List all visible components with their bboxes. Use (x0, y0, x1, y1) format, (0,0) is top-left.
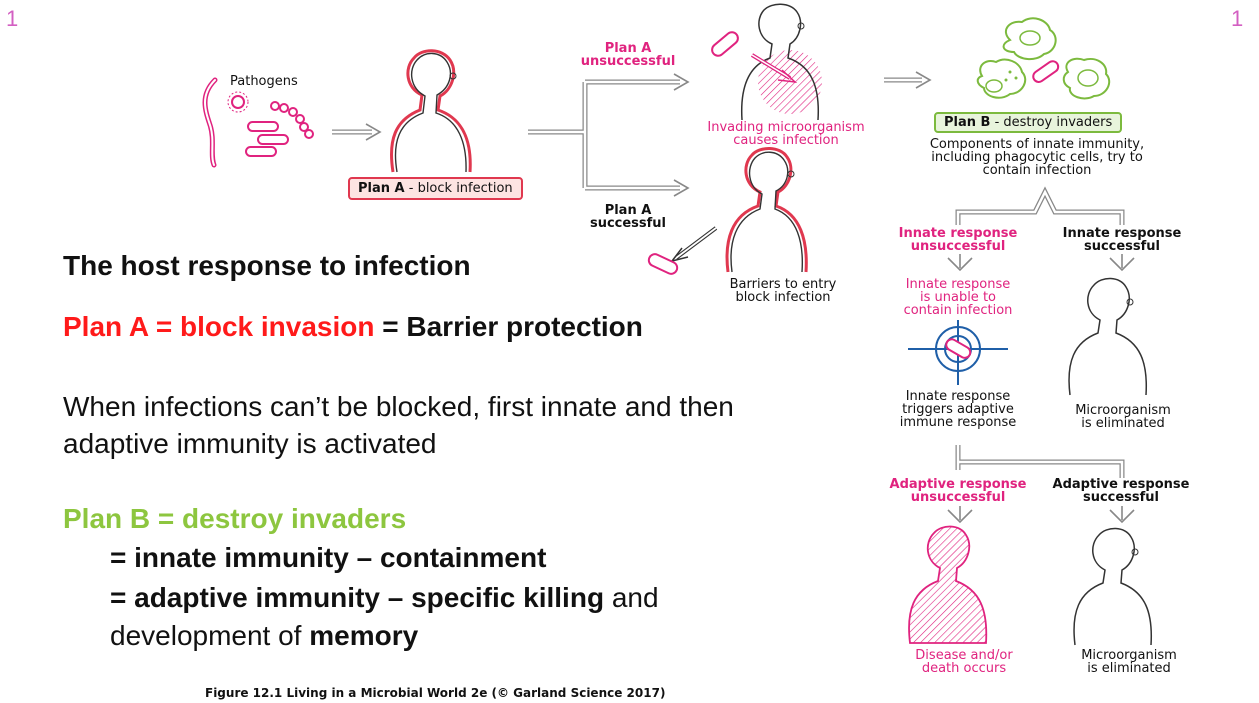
plan-a-rest-text: = Barrier protection (374, 311, 643, 342)
micro-eliminated-2-line2: is eliminated (1087, 661, 1171, 676)
plan-a-line: Plan A = block invasion = Barrier protec… (63, 311, 643, 343)
plan-a-successful-line2: successful (589, 216, 667, 231)
innate-unsuccessful-label: Innate response unsuccessful (888, 227, 1028, 253)
barriers-line1: Barriers to entry (729, 277, 837, 292)
plan-a-red-text: Plan A = block invasion (63, 311, 375, 342)
paragraph-line1: When infections can’t be blocked, first … (63, 391, 734, 422)
plan-b-box: Plan B - destroy invaders (934, 112, 1123, 133)
plan-a-box: Plan A - block infection (348, 177, 523, 200)
micro-eliminated-2-line1: Microorganism (1081, 648, 1177, 663)
plan-a-successful-line1: Plan A (604, 203, 652, 218)
adaptive-line: = adaptive immunity – specific killing a… (110, 579, 659, 616)
innate-unable-line1: Innate response (905, 277, 1011, 292)
adaptive-rest-text: and (604, 582, 659, 613)
components-line1: Components of innate immunity, (929, 137, 1145, 152)
plan-a-box-suffix: - block infection (404, 181, 513, 196)
plan-b-box-prefix: Plan B (944, 115, 991, 130)
innate-successful-line2: successful (1083, 239, 1161, 254)
memory-line: development of memory (110, 617, 418, 654)
adaptive-successful-line2: successful (1082, 490, 1160, 505)
adaptive-bold-text: = adaptive immunity – specific killing (110, 582, 605, 613)
memory-bold-text: memory (309, 620, 419, 651)
adaptive-unsuccessful-line1: Adaptive response (889, 477, 1027, 492)
micro-eliminated-1-label: Microorganism is eliminated (1056, 404, 1190, 430)
page-number-right: 1 (1231, 6, 1244, 31)
plan-a-box-prefix: Plan A (358, 181, 405, 196)
innate-unable-line2: is unable to (919, 290, 996, 305)
person-infected (711, 3, 822, 121)
adaptive-successful-line1: Adaptive response (1052, 477, 1190, 492)
page-number-left: 1 (6, 6, 19, 31)
plan-a-unsuccessful-line2: unsuccessful (580, 54, 676, 69)
innate-unsuccessful-line2: unsuccessful (910, 239, 1006, 254)
innate-unable-line3: contain infection (903, 303, 1013, 318)
paragraph: When infections can’t be blocked, first … (63, 388, 734, 462)
memory-prefix-text: development of (110, 620, 310, 651)
branch-adaptive (947, 445, 1135, 524)
innate-triggers-line2: triggers adaptive (902, 402, 1014, 417)
invading-line2: causes infection (733, 133, 839, 148)
arrow-right-2 (884, 71, 932, 89)
micro-eliminated-1-line2: is eliminated (1081, 416, 1165, 431)
person-plan-a (390, 49, 472, 173)
invading-line1: Invading microorganism (707, 120, 865, 135)
plan-b-box-suffix: - destroy invaders (990, 115, 1113, 130)
innate-successful-label: Innate response successful (1050, 227, 1194, 253)
arrow-right-1 (332, 123, 382, 141)
innate-triggers-label: Innate response triggers adaptive immune… (884, 390, 1032, 429)
slide-title: The host response to infection (63, 250, 471, 281)
plan-b-line: Plan B = destroy invaders (63, 503, 407, 534)
adaptive-unsuccessful-line2: unsuccessful (910, 490, 1006, 505)
branch-arrows-plan-a (528, 73, 690, 197)
person-adaptive-success (1073, 527, 1153, 646)
barriers-line2: block infection (735, 290, 831, 305)
micro-eliminated-2-label: Microorganism is eliminated (1062, 649, 1196, 675)
plan-a-unsuccessful-label: Plan A unsuccessful (578, 42, 678, 68)
innate-unsuccessful-line1: Innate response (898, 226, 1018, 241)
micro-eliminated-1-line1: Microorganism (1075, 403, 1171, 418)
components-line2: including phagocytic cells, try to (931, 150, 1143, 165)
branch-innate (947, 186, 1135, 272)
person-protected (647, 147, 808, 275)
disease-label: Disease and/or death occurs (894, 649, 1034, 675)
disease-line2: death occurs (921, 661, 1007, 676)
person-disease (908, 525, 988, 644)
innate-unable-label: Innate response is unable to contain inf… (888, 278, 1028, 317)
adaptive-unsuccessful-label: Adaptive response unsuccessful (880, 478, 1036, 504)
innate-triggers-line3: immune response (899, 415, 1017, 430)
pathogens-label: Pathogens (230, 74, 298, 89)
person-innate-success (1068, 277, 1148, 396)
barriers-label: Barriers to entry block infection (712, 278, 854, 304)
pathogens-icon (202, 77, 314, 168)
innate-line: = innate immunity – containment (110, 542, 547, 573)
components-line3: contain infection (982, 163, 1092, 178)
disease-line1: Disease and/or (915, 648, 1013, 663)
invading-label: Invading microorganism causes infection (690, 121, 882, 147)
adaptive-successful-label: Adaptive response successful (1043, 478, 1199, 504)
phagocytic-cells-icon (976, 17, 1111, 100)
innate-successful-line1: Innate response (1062, 226, 1182, 241)
innate-triggers-line1: Innate response (905, 389, 1011, 404)
target-icon (908, 320, 1008, 385)
plan-a-successful-label: Plan A successful (578, 204, 678, 230)
figure-caption: Figure 12.1 Living in a Microbial World … (205, 686, 666, 700)
paragraph-line2: adaptive immunity is activated (63, 428, 437, 459)
plan-a-unsuccessful-line1: Plan A (604, 41, 652, 56)
components-label: Components of innate immunity, including… (902, 138, 1172, 177)
